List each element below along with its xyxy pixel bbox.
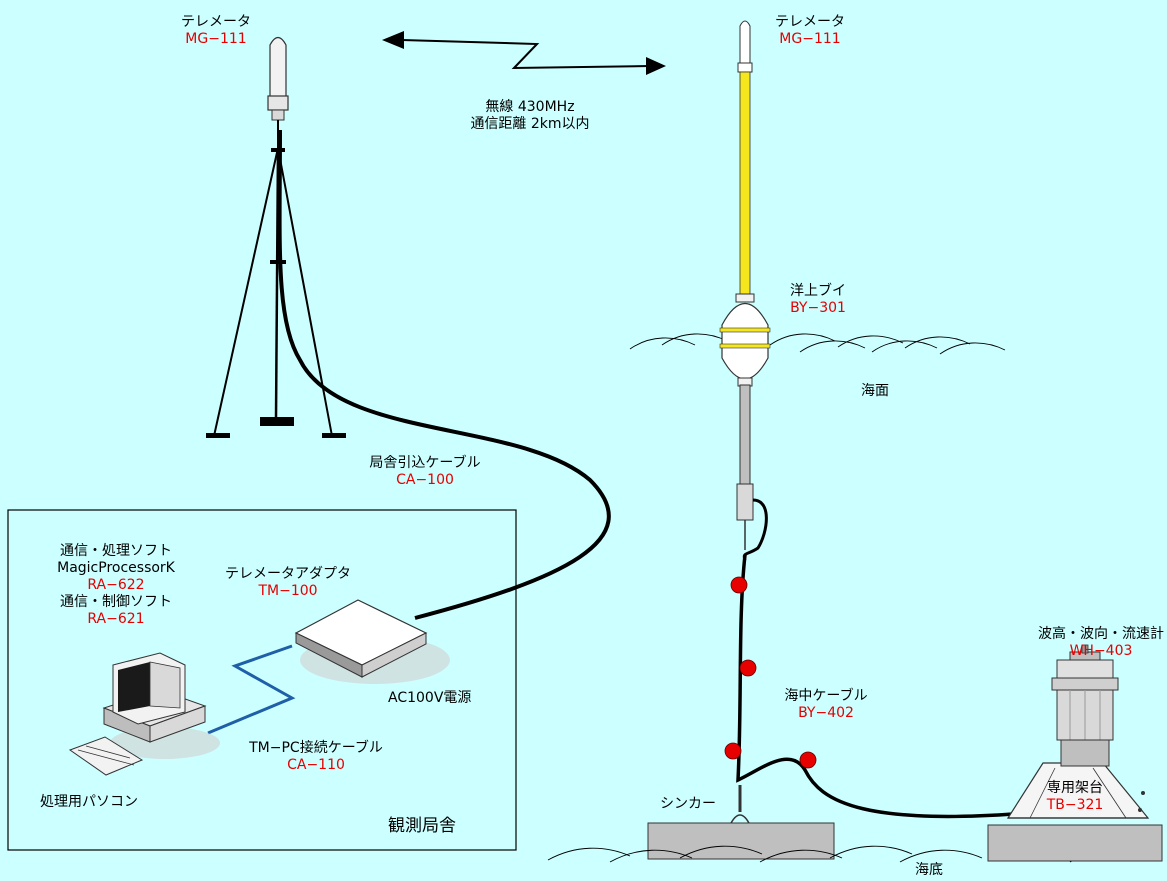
undersea-cable-name: 海中ケーブル [784,688,868,704]
software-magic-processor: MagicProcessorK [57,560,175,576]
mount-base [987,762,1163,862]
sea-surface-label: 海面 [861,383,889,399]
buoy-code: BY−301 [790,300,846,316]
software-code-ra622: RA−622 [87,577,145,593]
undersea-cable-code: BY−402 [798,705,854,721]
land-tower [206,147,346,438]
adapter-label: テレメータアダプタ TM−100 [208,566,368,600]
telemeter-right-label: テレメータ MG−111 [760,14,860,48]
radio-link-arrow [382,31,666,75]
station-cable-label: 局舎引込ケーブル CA−100 [355,455,495,489]
telemeter-left-code: MG−111 [185,31,247,47]
telemeter-right-code: MG−111 [779,31,841,47]
seabed-label: 海底 [915,862,943,878]
software-label: 通信・処理ソフト MagicProcessorK RA−622 通信・制御ソフト… [36,543,196,628]
power-label: AC100V電源 [388,690,472,706]
station-lead-in-cable [277,129,611,620]
adapter-code: TM−100 [258,583,318,599]
sinker-label: シンカー [660,796,716,812]
processing-pc [68,652,220,776]
mount-label: 専用架台 TB−321 [1040,780,1110,814]
wave-meter-label: 波高・波向・流速計 WH−403 [1026,626,1167,660]
wave-meter-code: WH−403 [1069,643,1133,659]
mount-name: 専用架台 [1047,780,1103,796]
sea-surface-waves [629,333,1006,355]
pc-label: 処理用パソコン [40,794,138,810]
mount-code: TB−321 [1046,797,1104,813]
radio-distance: 通信距離 2km以内 [470,116,590,132]
pc-cable-label: TM−PC接続ケーブル CA−110 [236,740,396,774]
telemeter-left-name: テレメータ [181,14,251,30]
buoy-float [719,293,771,496]
cable-connector [736,483,768,561]
radio-frequency: 無線 430MHz [485,99,575,115]
buoy-label: 洋上ブイ BY−301 [778,283,858,317]
adapter-name: テレメータアダプタ [225,566,351,582]
radio-label: 無線 430MHz 通信距離 2km以内 [440,99,620,133]
software-comm-control: 通信・制御ソフト [60,594,172,610]
telemeter-right-name: テレメータ [775,14,845,30]
buoy-mast [737,20,753,299]
pc-cable-code: CA−110 [287,757,345,773]
wave-meter-instrument [1051,644,1119,767]
station-box [7,509,517,851]
marker-floats [724,576,817,769]
land-telemeter-antenna [267,36,289,148]
software-code-ra621: RA−621 [87,611,145,627]
wave-meter-name: 波高・波向・流速計 [1038,626,1164,642]
buoy-name: 洋上ブイ [790,283,846,299]
station-cable-name: 局舎引込ケーブル [369,455,481,471]
station-cable-code: CA−100 [396,472,454,488]
telemeter-adapter-box [294,599,450,684]
pc-cable-name: TM−PC接続ケーブル [249,740,383,756]
tm-pc-cable [207,644,296,735]
software-comm-processing: 通信・処理ソフト [60,543,172,559]
undersea-cable [736,554,1062,819]
station-label: 観測局舎 [388,816,456,836]
undersea-cable-label: 海中ケーブル BY−402 [776,688,876,722]
telemeter-left-label: テレメータ MG−111 [166,14,266,48]
